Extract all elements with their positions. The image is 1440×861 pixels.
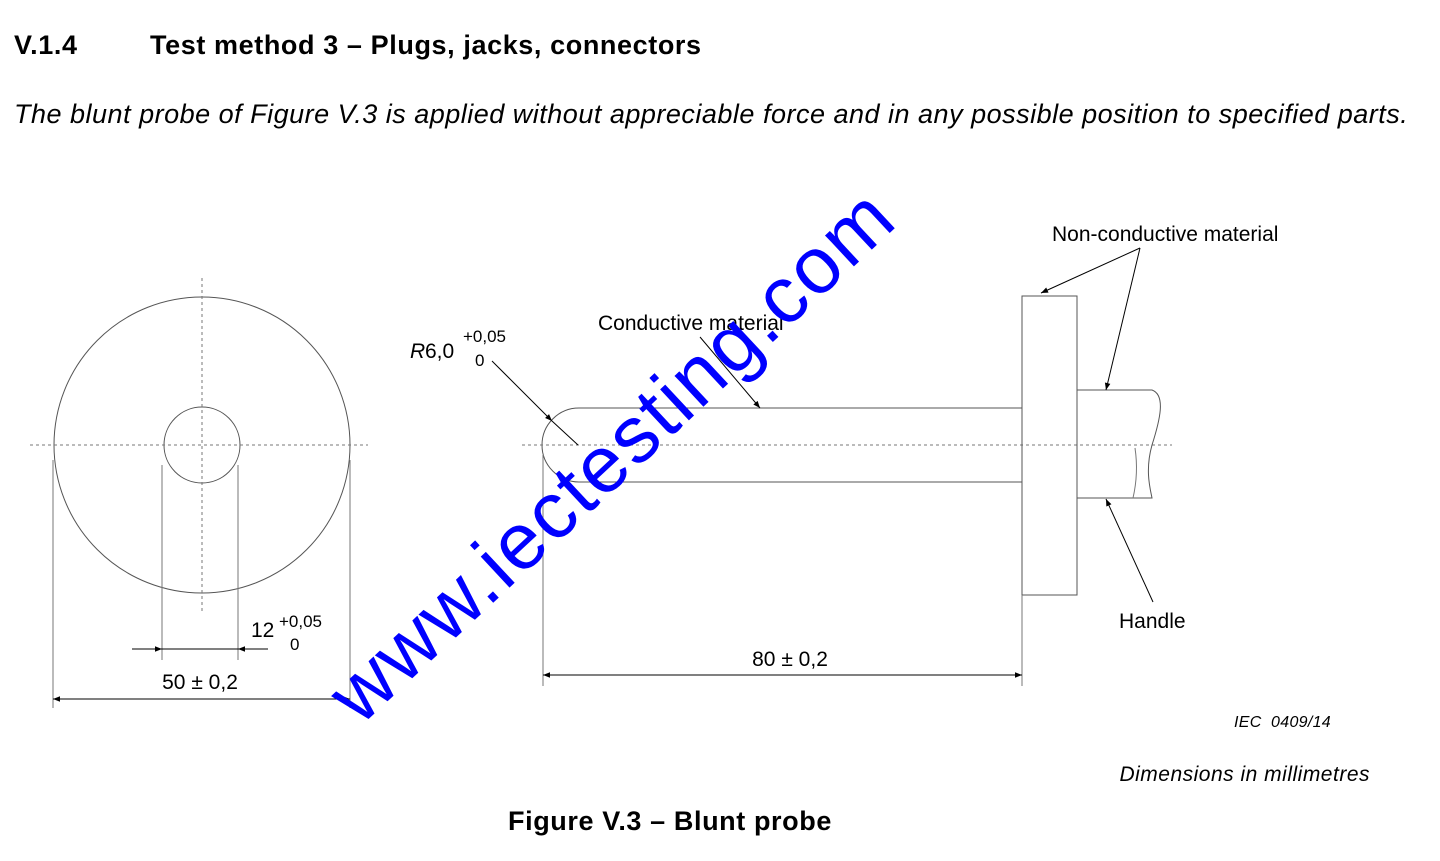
handle-break-line [1132, 447, 1137, 499]
dimensions-note: Dimensions in millimetres [1119, 763, 1370, 786]
hole-dim-tol-upper: +0,05 [279, 612, 322, 631]
section-number: V.1.4 [14, 30, 78, 60]
non-conductive-label: Non-conductive material [1052, 223, 1278, 246]
length-dim-label: 80 ± 0,2 [752, 648, 828, 671]
intro-paragraph: The blunt probe of Figure V.3 is applied… [14, 99, 1409, 129]
figure-caption: Figure V.3 – Blunt probe [508, 806, 832, 836]
section-heading: V.1.4 Test method 3 – Plugs, jacks, conne… [14, 30, 702, 61]
non-conductive-leader-handle [1104, 247, 1141, 391]
conductive-leader [699, 336, 761, 409]
non-conductive-leader-flange [1040, 247, 1141, 294]
radius-leader-tail [551, 420, 579, 446]
radius-tol-upper: +0,05 [463, 327, 506, 346]
hole-dim-value: 12 [251, 619, 274, 642]
conductive-label: Conductive material [598, 312, 784, 335]
radius-leader [491, 360, 553, 422]
outer-dim-label: 50 ± 0,2 [162, 671, 238, 694]
hole-dimension-label: 12 +0,05 0 [251, 612, 322, 654]
material-labels: Conductive material Non-conductive mater… [598, 223, 1278, 671]
handle-leader [1105, 498, 1154, 603]
handle-body [1077, 389, 1161, 499]
side-view [491, 247, 1172, 686]
handle-label: Handle [1119, 610, 1186, 633]
section-title: Test method 3 – Plugs, jacks, connectors [150, 30, 702, 60]
hole-dim-tol-lower: 0 [290, 635, 299, 654]
radius-tol-lower: 0 [475, 351, 484, 370]
radius-label: R 6,0 +0,05 0 [410, 327, 506, 370]
non-conductive-flange [1021, 295, 1078, 596]
radius-value: 6,0 [425, 340, 454, 363]
iec-reference: IEC 0409/14 [1234, 714, 1331, 731]
end-view [30, 278, 368, 708]
radius-prefix: R [410, 340, 425, 363]
